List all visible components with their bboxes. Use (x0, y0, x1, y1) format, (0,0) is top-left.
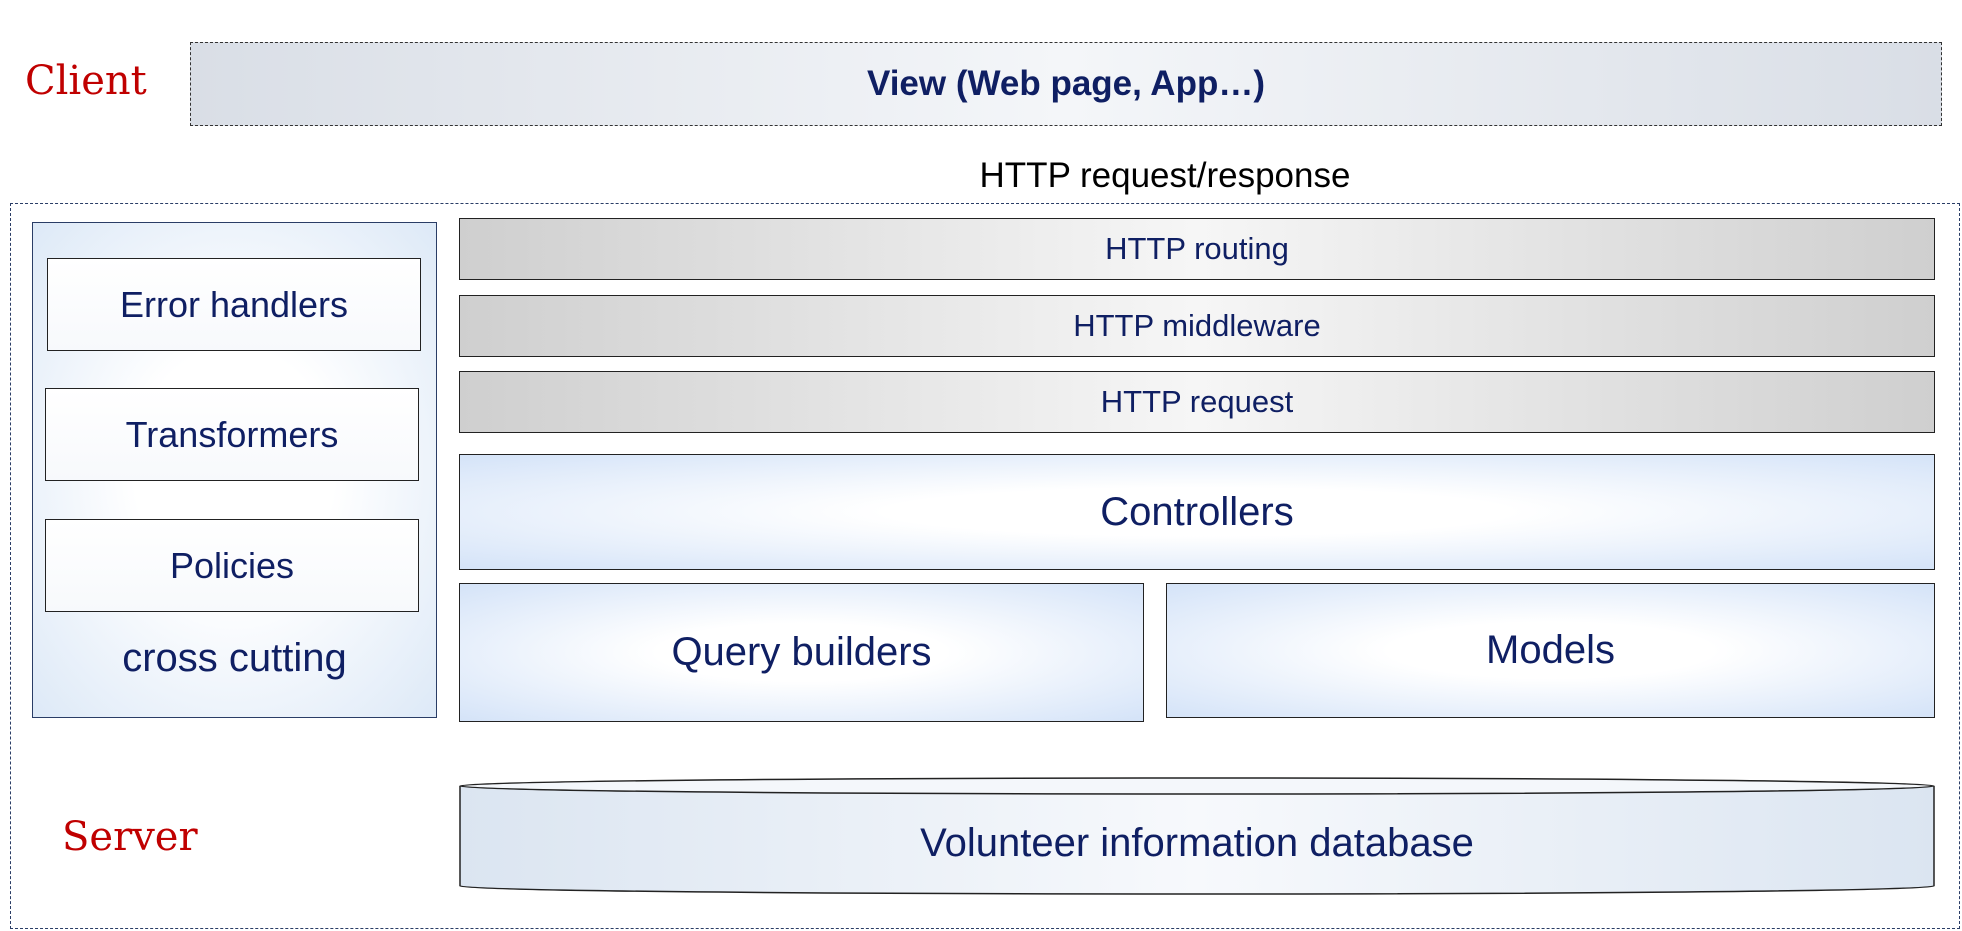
models-label: Models (1486, 628, 1615, 672)
policies-box: Policies (45, 519, 419, 612)
transformers-label: Transformers (125, 413, 339, 455)
controllers-box: Controllers (459, 454, 1935, 570)
controllers-label: Controllers (1100, 489, 1294, 534)
server-container (10, 203, 1960, 929)
error-handlers-label: Error handlers (119, 283, 349, 325)
client-label: Client (25, 58, 147, 104)
transformers-box: Transformers (45, 388, 419, 481)
http-request-bar: HTTP request (459, 371, 1935, 433)
policies-label: Policies (169, 544, 295, 586)
server-label: Server (62, 814, 198, 860)
query-builders-box: Query builders (459, 583, 1144, 722)
http-routing-bar: HTTP routing (459, 218, 1935, 280)
http-middleware-label: HTTP middleware (1073, 308, 1321, 343)
query-builders-label: Query builders (671, 630, 932, 674)
database-label: Volunteer information database (920, 820, 1474, 865)
http-request-label: HTTP request (1100, 384, 1294, 419)
client-view-box: View (Web page, App…) (190, 42, 1942, 126)
database-cylinder-shape (459, 777, 1935, 895)
client-view-label: View (Web page, App…) (866, 64, 1265, 103)
http-request-response-label: HTTP request/response (979, 156, 1351, 195)
database-cylinder: Volunteer information database (459, 776, 1935, 896)
http-middleware-bar: HTTP middleware (459, 295, 1935, 357)
http-routing-label: HTTP routing (1105, 231, 1289, 266)
models-box: Models (1166, 583, 1935, 718)
error-handlers-box: Error handlers (47, 258, 421, 351)
cross-cutting-caption: cross cutting (122, 636, 347, 680)
